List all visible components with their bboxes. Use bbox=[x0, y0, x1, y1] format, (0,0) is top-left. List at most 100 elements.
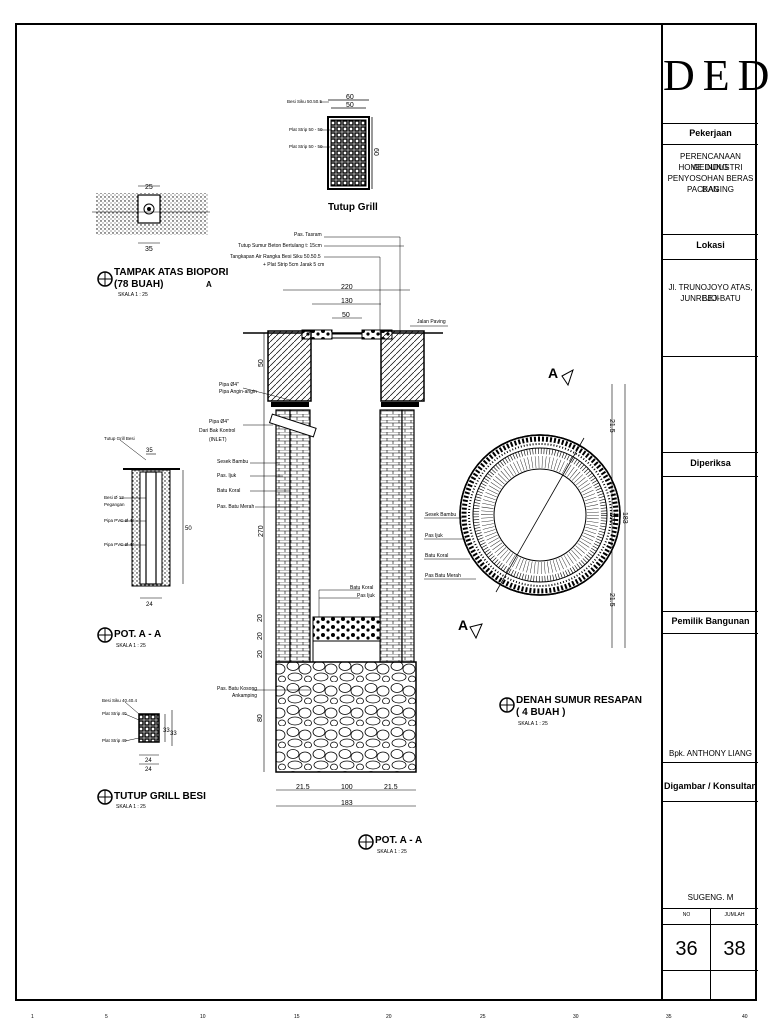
grill-besi-title: TUTUP GRILL BESI bbox=[114, 791, 206, 802]
pot-main-top-dim-1: 220 bbox=[341, 284, 353, 291]
pot-small-label-3: Pegangan bbox=[104, 502, 125, 507]
denah-subtitle: ( 4 BUAH ) bbox=[516, 707, 565, 718]
denah-scale: SKALA 1 : 25 bbox=[518, 721, 548, 727]
pot-small-section: Tutup Grill Besi Besi Ø 12 Pegangan Pipa… bbox=[97, 436, 192, 649]
denah-dim-1: 21.5 bbox=[608, 419, 615, 433]
ruler-label: 20 bbox=[386, 1014, 392, 1020]
pot-main-left-label-8: Batu Koral bbox=[217, 488, 240, 494]
pot-small-label-2: Besi Ø 12 bbox=[104, 495, 124, 500]
pot-main-top-label-2: Tutup Sumur Beton Bertulang t: 15cm bbox=[238, 243, 322, 249]
lokasi-label: Lokasi bbox=[696, 240, 725, 250]
pot-main-bottom-label-2: Ankamping bbox=[232, 693, 257, 699]
tampak-dim-1: 25 bbox=[145, 184, 153, 191]
ruler-label: 10 bbox=[200, 1014, 206, 1020]
grill-besi-dim-3: 33 bbox=[170, 731, 177, 737]
pot-main-inner-label-2: Pas Ijuk bbox=[357, 593, 375, 599]
denah-dim-2: 100 bbox=[608, 512, 615, 524]
tutup-grill-title: Tutup Grill bbox=[328, 202, 378, 213]
tutup-grill-dim-2: 50 bbox=[346, 102, 354, 109]
pot-small-dim-2: 50 bbox=[185, 526, 192, 532]
ruler-label: 35 bbox=[666, 1014, 672, 1020]
tutup-grill-dim-3: 60 bbox=[372, 148, 379, 156]
tampak-atas-biopori: 25 35 TAMPAK ATAS BIOPORI (78 BUAH) SKAL… bbox=[92, 184, 229, 298]
pot-main-vdim-1: 50 bbox=[258, 359, 265, 367]
tampak-title: TAMPAK ATAS BIOPORI bbox=[114, 267, 229, 278]
digambar-name: SUGENG. M bbox=[687, 893, 734, 902]
pemilik-label: Pemilik Bangunan bbox=[671, 616, 750, 626]
pot-main-left-label-9: Pas. Batu Merah bbox=[217, 504, 254, 510]
tutup-grill-dim-1: 60 bbox=[346, 94, 354, 101]
grill-besi-label-2: Plat Strip 40 bbox=[102, 711, 127, 716]
ruler-label: 30 bbox=[573, 1014, 579, 1020]
pekerjaan-line-2: HOME INDUSTRI bbox=[678, 163, 743, 172]
pot-main-top-dim-2: 130 bbox=[341, 298, 353, 305]
pot-small-scale: SKALA 1 : 25 bbox=[116, 643, 146, 649]
pot-main-left-label-3: Pipa Ø4" bbox=[209, 419, 229, 425]
pemilik-name: Bpk. ANTHONY LIANG bbox=[669, 749, 752, 758]
pot-main-top-dim-3: 50 bbox=[342, 312, 350, 319]
pot-main-title: POT. A - A bbox=[375, 835, 422, 846]
pot-main-left-label-7: Pas. Ijuk bbox=[217, 473, 237, 479]
pot-main-bdim-2: 100 bbox=[341, 784, 353, 791]
pekerjaan-line-1: PERENCANAAN GEDUNG bbox=[680, 152, 741, 172]
diperiksa-label: Diperiksa bbox=[690, 458, 731, 468]
ruler-label: 15 bbox=[294, 1014, 300, 1020]
pot-small-dim-1: 35 bbox=[146, 448, 153, 454]
tampak-subtitle: (78 BUAH) bbox=[114, 279, 163, 290]
bottom-ruler: 1 5 10 15 20 25 30 35 40 bbox=[31, 1014, 748, 1020]
jumlah-value: 38 bbox=[723, 938, 746, 960]
no-value: 36 bbox=[675, 938, 698, 960]
grill-besi-label-1: Besi Siku 40.40.4 bbox=[102, 698, 138, 703]
ruler-label: 25 bbox=[480, 1014, 486, 1020]
sheet-border bbox=[15, 23, 757, 1001]
lokasi-line-2: JUNREJO-BATU bbox=[680, 294, 741, 303]
tutup-grill-label-1: Besi Siku 50.50.5 bbox=[287, 99, 323, 104]
pot-small-label-1: Tutup Grill Besi bbox=[104, 436, 135, 441]
denah-dim-3: 183 bbox=[621, 512, 628, 524]
title-block: DED Pekerjaan PERENCANAAN GEDUNG HOME IN… bbox=[661, 24, 768, 1000]
tutup-grill-label-3: Plat Strip 50 - 50 bbox=[289, 144, 323, 149]
pot-main-scale: SKALA 1 : 25 bbox=[377, 849, 407, 855]
pot-main-bottom-label-1: Pas. Batu Kosong bbox=[217, 686, 257, 692]
denah-mark-2: A bbox=[458, 617, 468, 633]
pot-small-label-4: Pipa PVC Ø 4" bbox=[104, 518, 134, 523]
denah-label-3: Batu Koral bbox=[425, 553, 448, 559]
pot-main-vdim-5: 20 bbox=[257, 650, 264, 658]
lokasi-line-1: Jl. TRUNOJOYO ATAS, BEJI bbox=[668, 283, 753, 303]
pot-main-jalan: Jalan Paving bbox=[417, 319, 446, 325]
denah-mark-1: A bbox=[548, 365, 558, 381]
pot-main-vdim-6: 80 bbox=[257, 714, 264, 722]
pot-main-vdim-2: 270 bbox=[258, 525, 265, 537]
grill-besi-label-3: Plat Strip 40 bbox=[102, 738, 127, 743]
pot-main-vdim-3: 20 bbox=[257, 614, 264, 622]
tutup-grill-besi-detail: Besi Siku 40.40.4 Plat Strip 40 Plat Str… bbox=[97, 698, 206, 810]
grill-besi-dim-4: 24 bbox=[145, 767, 152, 773]
denah-label-2: Pas Ijuk bbox=[425, 533, 443, 539]
pot-main-left-label-5: (INLET) bbox=[209, 437, 227, 443]
tampak-dim-2: 35 bbox=[145, 246, 153, 253]
digambar-label: Digambar / Konsultan bbox=[663, 781, 757, 791]
drawing-code: DED bbox=[663, 51, 768, 100]
pot-main-left-label-2: Pipa Angin-angin bbox=[219, 389, 257, 395]
ruler-label: 40 bbox=[742, 1014, 748, 1020]
denah-label-1: Sesek Bambu bbox=[425, 512, 456, 518]
pot-main-top-label-4: + Plat Strip 5cm Jarak 5 cm bbox=[263, 262, 324, 268]
no-label: NO bbox=[682, 912, 691, 918]
tampak-section-mark: A bbox=[206, 280, 212, 289]
grill-besi-dim-1: 24 bbox=[145, 758, 152, 764]
pot-main-inner-label-1: Batu Koral bbox=[350, 585, 373, 591]
pot-main-top-label-3: Tangkapan Air Rangka Besi Siku 50.50.5 bbox=[230, 254, 321, 260]
pot-main-vdim-4: 20 bbox=[257, 632, 264, 640]
tutup-grill-label-2: Plat Strip 50 - 50 bbox=[289, 127, 323, 132]
pot-main-bdim-1: 21.5 bbox=[296, 784, 310, 791]
denah-dim-4: 21.5 bbox=[608, 593, 615, 607]
pot-small-dim-3: 24 bbox=[146, 602, 153, 608]
pot-small-label-5: Pipa PVC Ø 4" bbox=[104, 542, 134, 547]
pot-main-left-label-4: Dari Bak Kontrol bbox=[199, 428, 235, 434]
pot-small-title: POT. A - A bbox=[114, 629, 161, 640]
pot-main-left-label-1: Pipa Ø4" bbox=[219, 382, 239, 388]
denah-sumur-resapan: A A 21.5 100 183 21.5 Sesek Bambu Pas Ij… bbox=[424, 365, 642, 727]
grill-besi-dim-2: 33 bbox=[163, 728, 170, 734]
pot-main-bdim-3: 21.5 bbox=[384, 784, 398, 791]
